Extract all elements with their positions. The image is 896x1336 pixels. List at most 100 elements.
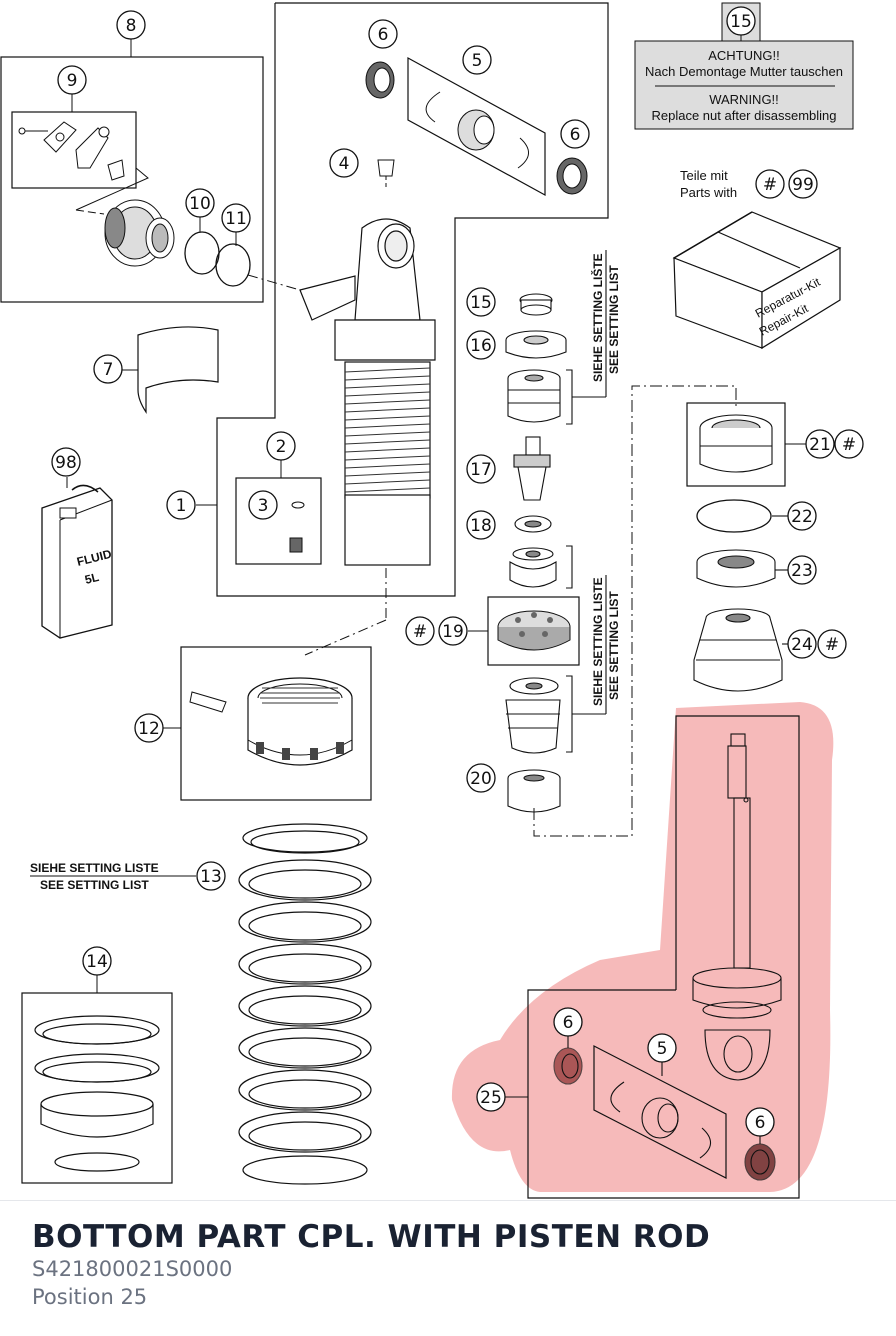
svg-text:8: 8	[126, 16, 137, 36]
part-title: BOTTOM PART CPL. WITH PISTEN ROD	[32, 1219, 711, 1255]
callout-10[interactable]: 10	[185, 188, 215, 218]
exploded-parts-diagram: FLUID 5L	[0, 2, 864, 1199]
callout-24[interactable]: 24	[787, 629, 817, 659]
callout-12[interactable]: 12	[134, 713, 164, 743]
part-position: Position 25	[32, 1285, 148, 1309]
callout-98[interactable]: 98	[51, 447, 81, 477]
svg-text:16: 16	[470, 336, 492, 356]
callout-hash-99[interactable]: #	[755, 169, 785, 199]
valve-stack	[505, 293, 567, 813]
repair-kit-box: Reparatur-Kit Repair-Kit	[672, 211, 842, 350]
svg-text:11: 11	[225, 209, 247, 229]
svg-text:22: 22	[791, 507, 813, 527]
fluid-can: FLUID 5L	[41, 477, 113, 639]
callout-18[interactable]: 18	[466, 510, 496, 540]
svg-text:17: 17	[470, 460, 492, 480]
svg-text:2: 2	[276, 437, 287, 457]
fluid-volume: 5L	[83, 570, 100, 587]
callout-17[interactable]: 17	[466, 454, 496, 484]
callout-8[interactable]: 8	[116, 10, 146, 40]
svg-text:4: 4	[339, 154, 350, 174]
svg-text:3: 3	[258, 496, 269, 516]
callout-23[interactable]: 23	[787, 555, 817, 585]
group-14-box	[21, 975, 173, 1184]
callout-hash-19[interactable]: #	[405, 616, 435, 646]
svg-text:#: #	[413, 622, 427, 642]
svg-text:#: #	[842, 435, 856, 455]
svg-text:20: 20	[470, 769, 492, 789]
warning-title-en: WARNING!!	[709, 92, 779, 107]
callout-20[interactable]: 20	[466, 763, 496, 793]
parts-with-de: Teile mit	[680, 168, 728, 183]
callout-hash-21[interactable]: #	[834, 429, 864, 459]
callout-25[interactable]: 25	[476, 1082, 506, 1112]
setting-label-de-3: SIEHE SETTING LISTE	[30, 861, 159, 875]
svg-text:98: 98	[55, 453, 77, 473]
svg-text:25: 25	[480, 1088, 502, 1108]
piston-rod-group	[505, 715, 800, 1199]
warning-title-de: ACHTUNG!!	[708, 48, 780, 63]
svg-text:5: 5	[472, 51, 483, 71]
warning-text-de: Nach Demontage Mutter tauschen	[645, 64, 843, 79]
callout-9[interactable]: 9	[57, 65, 87, 95]
svg-text:18: 18	[470, 516, 492, 536]
svg-text:12: 12	[138, 719, 160, 739]
callout-1[interactable]: 1	[166, 490, 196, 520]
svg-text:14: 14	[86, 952, 108, 972]
parts-with-en: Parts with	[680, 185, 737, 200]
callout-19[interactable]: 19	[438, 616, 468, 646]
callout-5-top[interactable]: 5	[462, 45, 492, 75]
callout-15-warning[interactable]: 15	[726, 6, 756, 36]
svg-text:19: 19	[442, 622, 464, 642]
svg-text:99: 99	[792, 175, 814, 195]
highlight-region-position-25[interactable]	[451, 702, 834, 1192]
svg-text:13: 13	[200, 867, 222, 887]
warning-text-en: Replace nut after disassembling	[652, 108, 837, 123]
setting-label-de-1: SIEHE SETTING LIŠTE	[590, 253, 605, 382]
callout-21[interactable]: 21	[805, 429, 835, 459]
callout-99[interactable]: 99	[788, 169, 818, 199]
callout-11[interactable]: 11	[221, 203, 251, 233]
svg-text:15: 15	[730, 12, 752, 32]
svg-text:6: 6	[378, 25, 389, 45]
callout-hash-24[interactable]: #	[817, 629, 847, 659]
svg-text:10: 10	[189, 194, 211, 214]
svg-text:5: 5	[657, 1039, 668, 1059]
setting-label-en-2: SEE SETTING LIST	[607, 591, 621, 700]
group-1-box	[196, 2, 609, 597]
svg-text:15: 15	[470, 293, 492, 313]
callout-4[interactable]: 4	[329, 148, 359, 178]
callout-2[interactable]: 2	[266, 431, 296, 461]
callout-6-top-left[interactable]: 6	[368, 19, 398, 49]
callout-15-stack[interactable]: 15	[466, 287, 496, 317]
callout-14[interactable]: 14	[82, 946, 112, 976]
setting-label-en-3: SEE SETTING LIST	[40, 878, 149, 892]
spring	[238, 823, 372, 1185]
callout-6-top-right[interactable]: 6	[560, 119, 590, 149]
callout-7[interactable]: 7	[93, 354, 123, 384]
part-number: S421800021S0000	[32, 1257, 233, 1281]
svg-text:21: 21	[809, 435, 831, 455]
svg-text:6: 6	[755, 1113, 766, 1133]
group-8-box	[0, 39, 264, 303]
part-info-footer: BOTTOM PART CPL. WITH PISTEN ROD S421800…	[0, 1200, 896, 1336]
callout-16[interactable]: 16	[466, 330, 496, 360]
svg-text:9: 9	[67, 71, 78, 91]
callout-3[interactable]: 3	[248, 490, 278, 520]
callout-5-bottom[interactable]: 5	[647, 1033, 677, 1063]
svg-text:6: 6	[563, 1013, 574, 1033]
setting-label-en-1: SEE SETTING LIST	[607, 265, 621, 374]
svg-text:6: 6	[570, 125, 581, 145]
svg-text:#: #	[763, 175, 777, 195]
callout-22[interactable]: 22	[787, 501, 817, 531]
svg-text:24: 24	[791, 635, 813, 655]
group-12-box	[163, 646, 372, 801]
callout-6-bottom-right[interactable]: 6	[745, 1107, 775, 1137]
callout-13[interactable]: 13	[196, 861, 226, 891]
svg-text:1: 1	[176, 496, 187, 516]
setting-label-de-2: SIEHE SETTING LISTE	[591, 577, 605, 706]
callout-6-bottom-left[interactable]: 6	[553, 1007, 583, 1037]
svg-text:23: 23	[791, 561, 813, 581]
svg-text:#: #	[825, 635, 839, 655]
svg-text:7: 7	[103, 360, 114, 380]
